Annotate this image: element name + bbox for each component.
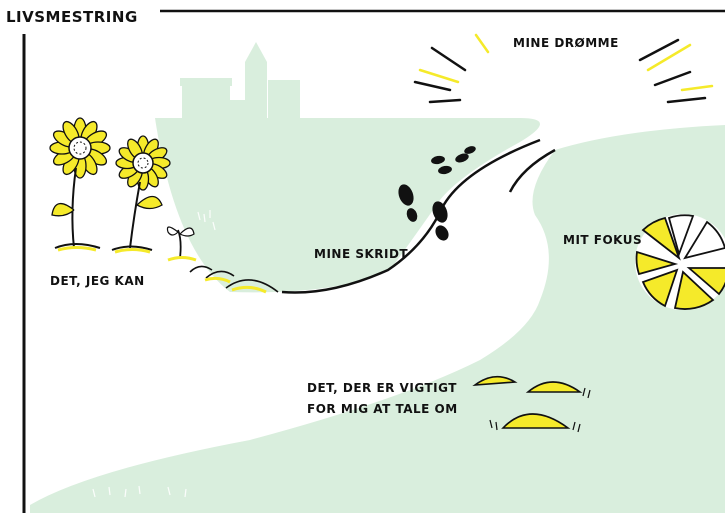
footprint-icon [398, 146, 476, 241]
label-dreams: MINE DRØMME [513, 36, 619, 50]
pie-focus-icon [635, 214, 725, 310]
poster-title: LIVSMESTRING [6, 8, 138, 26]
sunflower-icon [49, 117, 111, 252]
mound-icon [472, 375, 591, 433]
right-field [30, 125, 725, 513]
path-edge-right [508, 148, 556, 193]
label-talk-line2: FOR MIG AT TALE OM [307, 402, 458, 416]
mound-icon [189, 265, 279, 294]
label-focus: MIT FOKUS [563, 233, 642, 247]
label-steps: MINE SKRIDT [314, 247, 408, 261]
label-talk-line1: DET, DER ER VIGTIGT [307, 381, 457, 395]
path-edge-left [281, 138, 541, 294]
sun-rays-icon [413, 33, 714, 104]
label-can: DET, JEG KAN [50, 274, 145, 288]
left-hill [155, 118, 540, 293]
sprout-icon [166, 226, 197, 262]
frame [22, 9, 725, 513]
castle-silhouette-icon [180, 42, 300, 124]
sunflower-icon [111, 135, 171, 254]
grass-ticks [92, 210, 216, 498]
